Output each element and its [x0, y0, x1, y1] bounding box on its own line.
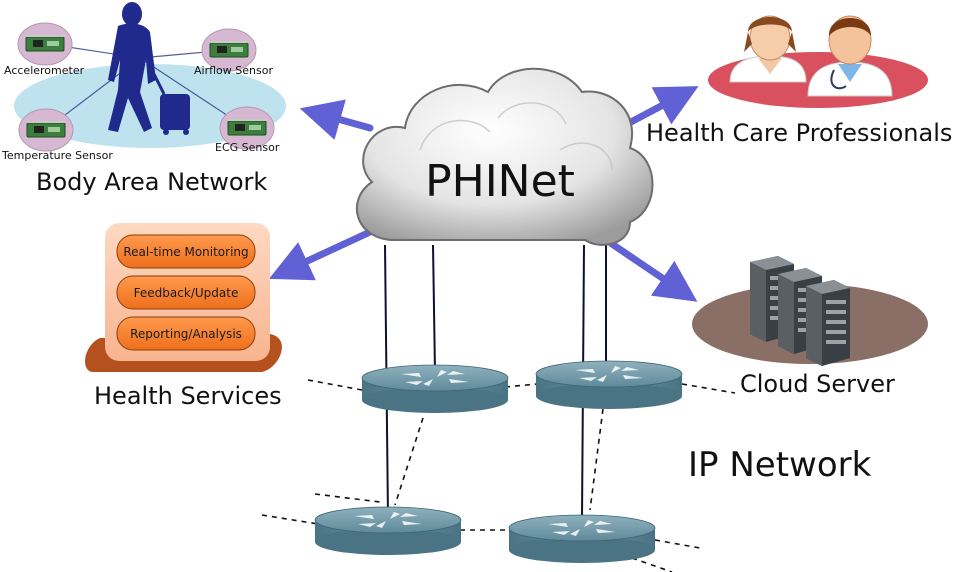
health-services: Real-time Monitoring Feedback/Update Rep…: [85, 223, 282, 410]
temperature-sensor-label: Temperature Sensor: [1, 149, 113, 162]
router-bottom-right: [508, 514, 656, 564]
accelerometer-label: Accelerometer: [4, 64, 85, 77]
service-item-realtime: Real-time Monitoring: [116, 234, 256, 269]
person-walking-icon: [108, 2, 190, 135]
service-item-reporting: Reporting/Analysis: [116, 316, 256, 351]
svg-text:Reporting/Analysis: Reporting/Analysis: [130, 327, 242, 341]
ip-network-label: IP Network: [688, 445, 872, 485]
svg-text:Real-time Monitoring: Real-time Monitoring: [123, 245, 248, 259]
cloud-server-label: Cloud Server: [740, 370, 895, 398]
svg-text:Feedback/Update: Feedback/Update: [134, 286, 239, 300]
router-top-right: [535, 360, 683, 410]
temperature-sensor-icon: [18, 108, 74, 152]
cloud-server: Cloud Server: [692, 256, 928, 398]
airflow-sensor-label: Airflow Sensor: [194, 64, 273, 77]
router-bottom-left: [314, 506, 462, 556]
nurse-icon: [729, 15, 807, 83]
health-care-professionals: Health Care Professionals: [646, 15, 952, 147]
body-area-network: Accelerometer Airflow Sensor Temperature…: [1, 2, 286, 196]
doctor-icon: [807, 15, 893, 97]
ban-platform: [14, 64, 286, 148]
ecg-sensor-label: ECG Sensor: [215, 141, 280, 154]
professionals-label: Health Care Professionals: [646, 119, 952, 147]
ban-label: Body Area Network: [36, 168, 267, 196]
health-services-label: Health Services: [94, 382, 282, 410]
router-top-left: [361, 364, 509, 414]
phinet-cloud: PHINet: [355, 67, 654, 246]
service-item-feedback: Feedback/Update: [116, 275, 256, 310]
accelerometer-icon: [17, 22, 73, 66]
hub-label: PHINet: [425, 156, 575, 207]
server-rack-icon: [750, 256, 850, 366]
